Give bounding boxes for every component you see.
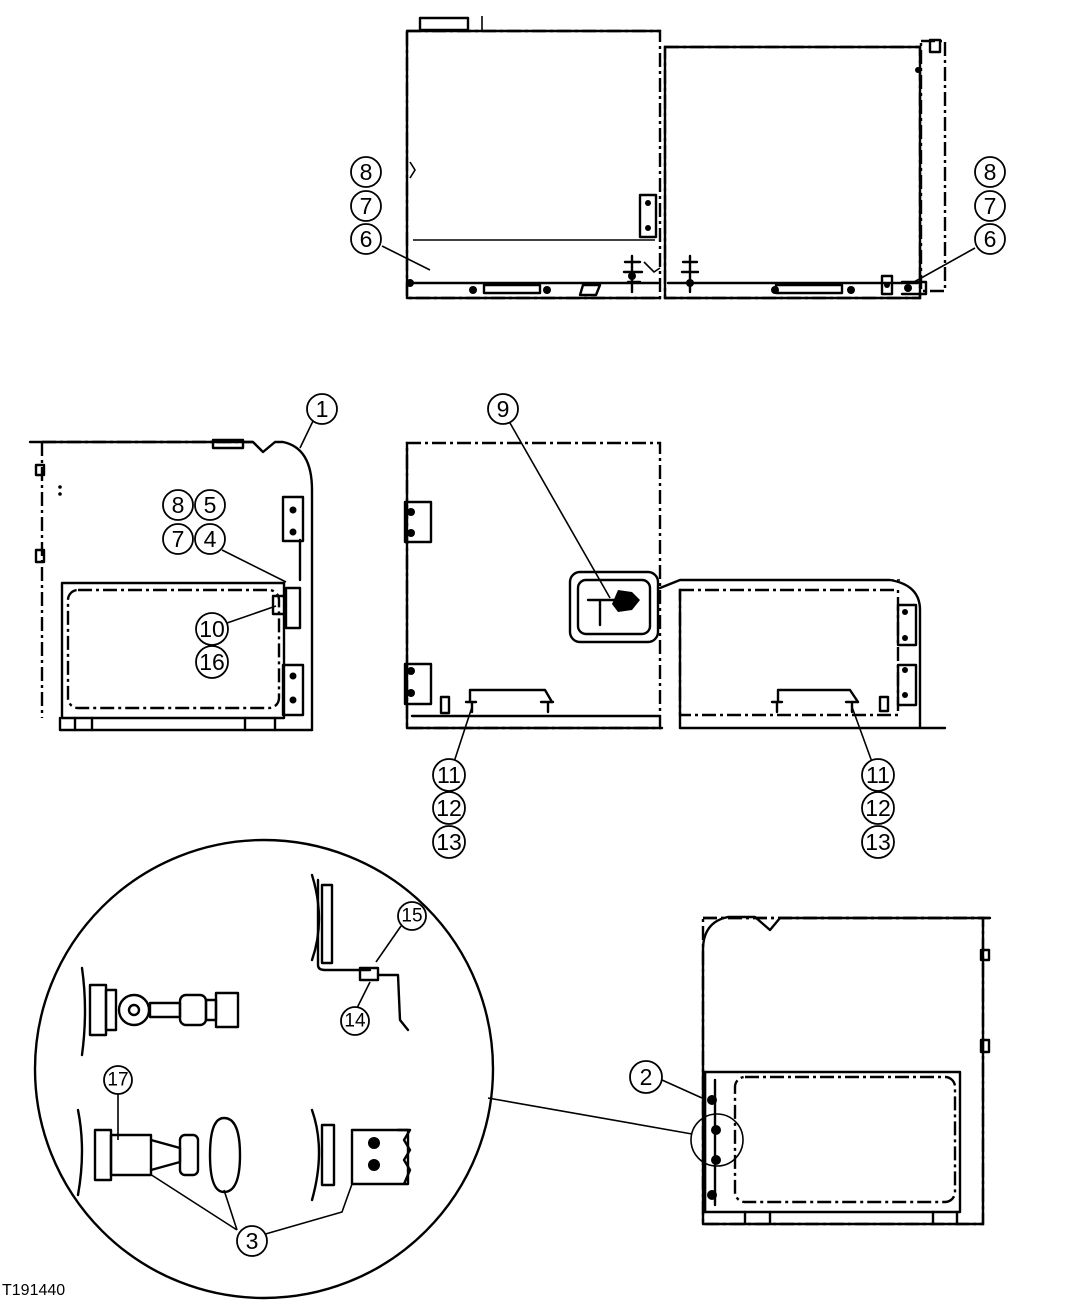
callout-7-top-left: 7 bbox=[350, 190, 382, 222]
callout-12-right: 12 bbox=[861, 791, 895, 825]
callout-6-top-right: 6 bbox=[974, 223, 1006, 255]
callout-7-side: 7 bbox=[162, 523, 194, 555]
svg-text:8: 8 bbox=[360, 159, 373, 185]
callout-5: 5 bbox=[194, 489, 226, 521]
svg-text:7: 7 bbox=[172, 526, 185, 552]
callout-13-left: 13 bbox=[432, 825, 466, 859]
detail-circle bbox=[33, 838, 495, 1300]
callout-8-top-left: 8 bbox=[350, 156, 382, 188]
svg-text:4: 4 bbox=[204, 526, 217, 552]
svg-text:16: 16 bbox=[199, 649, 225, 675]
svg-text:2: 2 bbox=[640, 1064, 653, 1090]
callout-3: 3 bbox=[236, 1225, 268, 1257]
callout-2: 2 bbox=[629, 1060, 663, 1094]
leader-lines bbox=[117, 245, 976, 1236]
svg-text:12: 12 bbox=[436, 795, 462, 821]
callout-9: 9 bbox=[487, 393, 519, 425]
svg-text:7: 7 bbox=[984, 193, 997, 219]
callout-12-left: 12 bbox=[432, 791, 466, 825]
callout-17: 17 bbox=[103, 1065, 133, 1095]
svg-text:5: 5 bbox=[204, 492, 217, 518]
callout-7-top-right: 7 bbox=[974, 190, 1006, 222]
svg-text:13: 13 bbox=[436, 829, 462, 855]
drawing-id-label: T191440 bbox=[2, 1282, 66, 1299]
callout-16: 16 bbox=[195, 645, 229, 679]
callout-1: 1 bbox=[306, 393, 338, 425]
svg-text:17: 17 bbox=[107, 1070, 128, 1091]
svg-text:9: 9 bbox=[497, 396, 510, 422]
callout-11-right: 11 bbox=[861, 758, 895, 792]
side-view-left bbox=[28, 438, 314, 732]
svg-text:11: 11 bbox=[437, 762, 461, 788]
callout-14: 14 bbox=[340, 1006, 370, 1036]
svg-text:11: 11 bbox=[866, 762, 890, 788]
svg-text:12: 12 bbox=[865, 795, 891, 821]
svg-text:1: 1 bbox=[316, 396, 329, 422]
rear-view bbox=[690, 915, 992, 1226]
callout-10: 10 bbox=[195, 612, 229, 646]
svg-text:13: 13 bbox=[865, 829, 891, 855]
svg-text:10: 10 bbox=[199, 616, 225, 642]
callout-8-side: 8 bbox=[162, 489, 194, 521]
svg-text:8: 8 bbox=[172, 492, 185, 518]
svg-text:14: 14 bbox=[344, 1011, 366, 1032]
front-view bbox=[403, 441, 947, 730]
top-view bbox=[405, 16, 947, 300]
callout-13-right: 13 bbox=[861, 825, 895, 859]
svg-text:3: 3 bbox=[246, 1228, 259, 1254]
svg-text:8: 8 bbox=[984, 159, 997, 185]
callout-4: 4 bbox=[194, 523, 226, 555]
svg-text:6: 6 bbox=[360, 226, 373, 252]
svg-text:7: 7 bbox=[360, 193, 373, 219]
callout-11-left: 11 bbox=[432, 758, 466, 792]
callout-15: 15 bbox=[397, 901, 427, 931]
callout-6-top-left: 6 bbox=[350, 223, 382, 255]
svg-text:6: 6 bbox=[984, 226, 997, 252]
callout-8-top-right: 8 bbox=[974, 156, 1006, 188]
svg-text:15: 15 bbox=[401, 906, 422, 927]
